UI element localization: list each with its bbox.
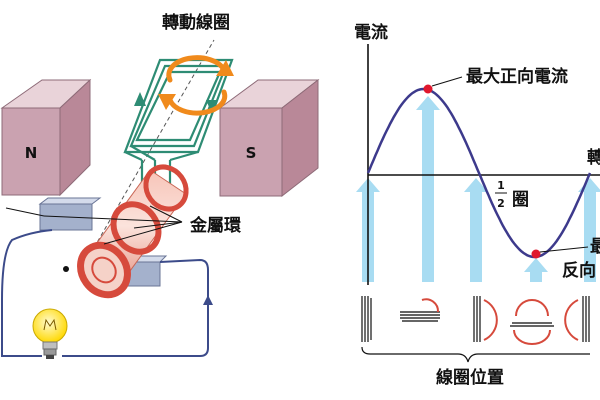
magnet-n: N [0,78,92,197]
ring-label: 金屬環 [189,215,242,236]
magnet-s-label: S [246,144,257,162]
positions-label: 線圈位置 [436,367,504,388]
current-arrow-2 [416,96,440,282]
y-axis-label: 電流 [354,22,388,43]
current-arrows [356,96,600,282]
coil-pos-vertical-3 [564,296,590,342]
coil-label: 轉動線圈 [162,12,230,33]
ring-leader-lines [5,205,183,245]
half-unit: 圈 [512,190,529,210]
slip-rings [63,164,189,299]
coil-pos-horizontal-2 [510,299,554,345]
graph-axes [367,44,600,285]
rotation-arrow-icon [158,55,234,116]
max-current-label: 最大正向電流 [466,66,568,87]
min-current-label-1: 最 [590,237,600,257]
coil-pos-horizontal [400,298,440,322]
brush-upper [38,197,102,231]
half-numerator: 1 [497,179,505,192]
circuit-wire [1,229,213,357]
positions-brace [361,346,590,363]
magnet-n-label: N [25,144,38,162]
max-leader [431,76,463,87]
x-axis-label: 轉 [587,147,600,168]
coil-position-icons [361,296,590,345]
coil-current-arrows [134,92,218,114]
current-curve [366,87,592,259]
min-current-label-2: 反向 [562,260,596,281]
current-arrow-4 [524,258,548,282]
half-denominator: 2 [497,197,505,210]
min-current-dot [531,249,541,259]
half-turn-label: 1 2 圈 [495,179,529,210]
min-leader [539,246,589,253]
coil-pos-vertical-1 [361,296,372,342]
max-current-dot [423,84,433,94]
coil-pos-vertical-2 [473,296,498,342]
light-bulb-icon [32,308,68,359]
magnet-s: S [218,78,320,198]
current-arrow-3 [464,178,488,282]
